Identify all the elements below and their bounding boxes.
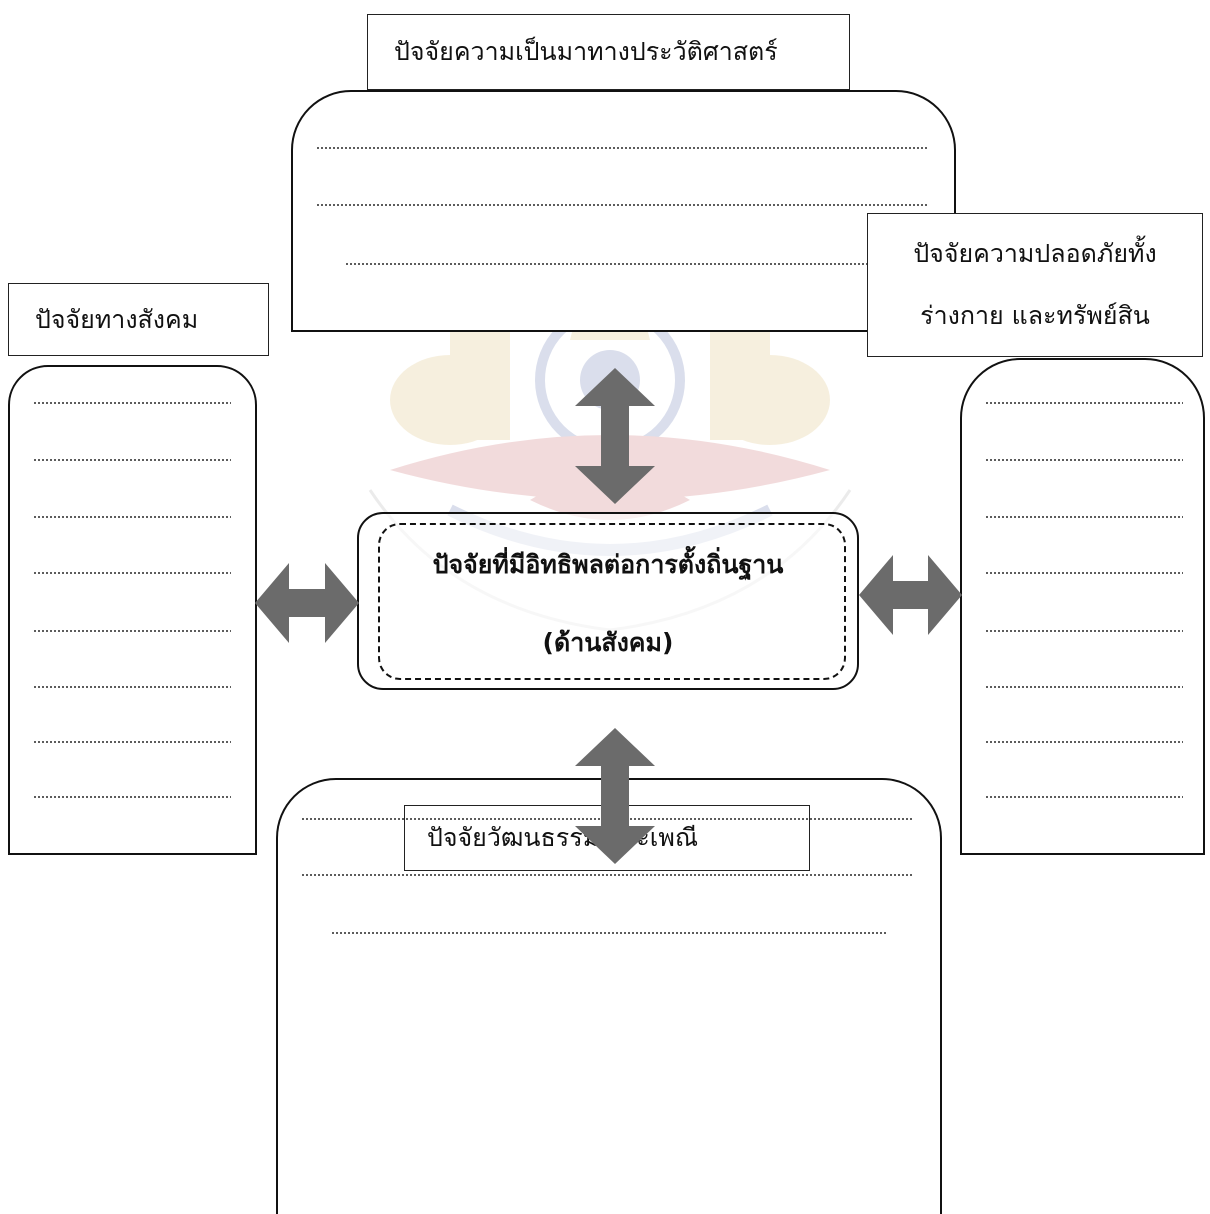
social-answer-line-8 <box>33 796 231 798</box>
left-double-arrow-icon <box>255 563 359 643</box>
safety-answer-line-3 <box>985 516 1183 518</box>
historical-answer-line-2 <box>316 204 929 206</box>
social-factor-label: ปัจจัยทางสังคม <box>8 283 269 356</box>
historical-answer-line-3 <box>345 263 880 265</box>
social-factor-panel <box>8 365 257 855</box>
central-topic-dashed-border <box>378 523 846 680</box>
social-answer-line-1 <box>33 402 231 404</box>
safety-answer-line-4 <box>985 572 1183 574</box>
social-answer-line-4 <box>33 572 231 574</box>
safety-answer-line-8 <box>985 796 1183 798</box>
social-answer-line-2 <box>33 459 231 461</box>
safety-answer-line-7 <box>985 741 1183 743</box>
safety-answer-line-6 <box>985 686 1183 688</box>
culture-answer-line-3 <box>331 932 886 934</box>
safety-factor-text-line2: ร่างกาย และทรัพย์สิน <box>920 301 1150 330</box>
safety-answer-line-1 <box>985 402 1183 404</box>
historical-factor-panel <box>291 90 956 332</box>
culture-answer-line-2 <box>301 874 913 876</box>
central-topic-box <box>357 512 859 690</box>
social-answer-line-5 <box>33 630 231 632</box>
historical-answer-line-1 <box>316 147 929 149</box>
top-double-arrow-icon <box>575 368 655 504</box>
central-topic-line2: (ด้านสังคม) <box>542 628 674 657</box>
bottom-double-arrow-icon <box>575 728 655 864</box>
social-factor-text: ปัจจัยทางสังคม <box>35 304 199 334</box>
central-topic-line1: ปัจจัยที่มีอิทธิพลต่อการตั้งถิ่นฐาน <box>432 550 784 579</box>
social-answer-line-6 <box>33 686 231 688</box>
historical-factor-label: ปัจจัยความเป็นมาทางประวัติศาสตร์ <box>367 14 850 90</box>
right-double-arrow-icon <box>859 555 962 635</box>
social-answer-line-3 <box>33 516 231 518</box>
safety-answer-line-5 <box>985 630 1183 632</box>
safety-factor-panel <box>960 358 1205 855</box>
social-answer-line-7 <box>33 741 231 743</box>
safety-factor-text-line1: ปัจจัยความปลอดภัยทั้ง <box>913 239 1157 268</box>
safety-answer-line-2 <box>985 459 1183 461</box>
historical-factor-text: ปัจจัยความเป็นมาทางประวัติศาสตร์ <box>394 37 778 66</box>
safety-factor-label: ปัจจัยความปลอดภัยทั้ง ร่างกาย และทรัพย์ส… <box>867 213 1203 357</box>
